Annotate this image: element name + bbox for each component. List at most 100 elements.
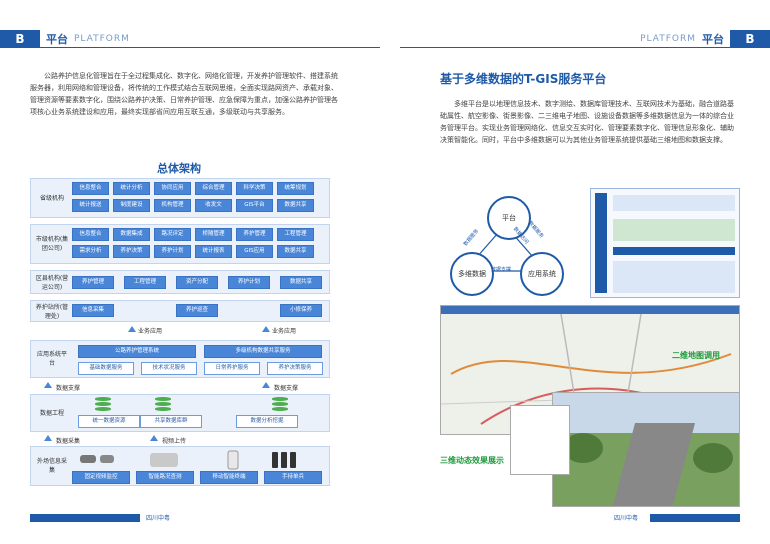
header-rule-right	[400, 47, 730, 48]
city-chip: 数据集成	[113, 228, 150, 241]
phone-icon	[227, 450, 239, 470]
cycle-node-platform: 平台	[487, 196, 531, 240]
county-chip: 养护计划	[228, 276, 270, 289]
database-icon-3	[272, 397, 288, 412]
province-chip: 科学决策	[236, 182, 273, 195]
left-intro-paragraph: 公路养护信息化管理旨在于全过程集成化、数字化、网络化管理，开发养护管理软件、搭建…	[30, 72, 338, 116]
arrow-video	[150, 435, 158, 441]
county-chip: 资产分配	[176, 276, 218, 289]
province-chip: 统计分析	[113, 182, 150, 195]
app-bottom-chip: 日常养护服务	[204, 362, 260, 375]
page-title-right: 平台	[702, 33, 724, 46]
province-chip: 机构管理	[154, 199, 191, 212]
city-chip: 养护计划	[154, 245, 191, 258]
header-left: B 平台 PLATFORM	[0, 30, 130, 48]
callout-3d-view: 三维动态效果展示	[440, 456, 504, 465]
footer-bar-left	[30, 514, 140, 522]
collect-chip: 移动智能终端	[200, 471, 258, 484]
city-chip: 数据共享	[277, 245, 314, 258]
system-diagram	[590, 188, 740, 298]
data-chip: 数据分析挖掘	[236, 415, 298, 428]
province-chip: 数据共享	[277, 199, 314, 212]
county-chip: 养护管理	[72, 276, 114, 289]
camera-icon	[80, 455, 96, 463]
app-label: 应用系统平台	[36, 351, 67, 367]
city-chip: GIS应用	[236, 245, 273, 258]
cycle-node-appsys: 应用系统	[520, 252, 564, 296]
section-badge-right: B	[730, 30, 770, 48]
province-chip: 制度建设	[113, 199, 150, 212]
collect-chip: 固定视频监控	[72, 471, 130, 484]
map-3d-toolpanel	[510, 405, 570, 475]
page-title-left: 平台	[46, 33, 68, 46]
map-2d-screenshot	[440, 305, 740, 435]
city-label: 市级机构(集团公司)	[35, 236, 69, 252]
video-upload-label: 视频上传	[162, 438, 187, 445]
city-chip: 路况评定	[154, 228, 191, 241]
page-subtitle-right: PLATFORM	[640, 34, 696, 44]
arrow-biz-2	[262, 326, 270, 332]
callout-2d-map: 二维地图调用	[672, 351, 720, 360]
station-label: 养护站所(管理处)	[35, 304, 69, 320]
vehicle-icon	[150, 453, 178, 467]
header-rule-left	[40, 47, 380, 48]
data-support-label-2: 数据支撑	[274, 385, 299, 392]
collect-chip: 智能路况查测	[136, 471, 194, 484]
app-bottom-chip: 技术状况服务	[141, 362, 197, 375]
province-chip: GIS平台	[236, 199, 273, 212]
page-subtitle-left: PLATFORM	[74, 34, 130, 44]
city-chip: 养护管理	[236, 228, 273, 241]
device-icons	[80, 450, 296, 470]
city-chip: 桥隧管理	[195, 228, 232, 241]
app-bottom-chip: 基础数据服务	[78, 362, 134, 375]
footer-right: 四川中粤	[614, 515, 639, 522]
data-collect-label: 数据采集	[56, 438, 81, 445]
arrow-collect	[44, 435, 52, 441]
data-chip: 共享数据库群	[140, 415, 202, 428]
map-3d-screenshot	[552, 392, 740, 507]
county-chip: 工程管理	[124, 276, 166, 289]
city-chip: 养护决策	[113, 245, 150, 258]
app-bottom-chip: 养护决策服务	[267, 362, 323, 375]
city-chip: 信息整合	[72, 228, 109, 241]
right-section-title: 基于多维数据的T-GIS服务平台	[440, 72, 607, 86]
header-right: PLATFORM 平台 B	[640, 30, 770, 48]
biz-app-label-1: 业务应用	[138, 328, 163, 335]
footer-left: 四川中粤	[146, 515, 171, 522]
architecture-title: 总体架构	[157, 162, 201, 175]
radio-icon-2	[281, 452, 287, 468]
camera-icon-2	[100, 455, 114, 463]
province-chip: 信息整合	[72, 182, 109, 195]
right-intro-paragraph: 多维平台是以地理信息技术、数字测绘、数据库管理技术、互联网技术为基础，融合道路基…	[440, 100, 734, 144]
city-chip: 工程管理	[277, 228, 314, 241]
arrow-data-1	[44, 382, 52, 388]
radio-icon-3	[290, 452, 296, 468]
arrow-biz-1	[128, 326, 136, 332]
app-top-chip: 多级机构数据共享服务	[204, 345, 322, 358]
province-chip: 统计报送	[72, 199, 109, 212]
radio-icon-1	[272, 452, 278, 468]
footer-bar-right	[650, 514, 740, 522]
province-chip: 综合管理	[195, 182, 232, 195]
app-top-chip: 公路养护管理系统	[78, 345, 196, 358]
database-icon-2	[155, 397, 171, 412]
station-chip: 小修保养	[280, 304, 322, 317]
arrow-data-2	[262, 382, 270, 388]
station-chip: 信息采集	[72, 304, 114, 317]
city-chip: 统计报表	[195, 245, 232, 258]
edge-label-bottom: 数据支撑	[491, 267, 512, 273]
province-chip: 协同应用	[154, 182, 191, 195]
county-label: 区县机构(营运公司)	[35, 275, 69, 291]
data-label: 数据工程	[39, 410, 64, 417]
biz-app-label-2: 业务应用	[272, 328, 297, 335]
county-chip: 数据共享	[280, 276, 322, 289]
collect-chip: 手持单兵	[264, 471, 322, 484]
province-chip: 统筹规划	[277, 182, 314, 195]
data-support-label-1: 数据支撑	[56, 385, 81, 392]
collect-label: 外场信息采集	[36, 458, 67, 474]
station-chip: 养护巡查	[176, 304, 218, 317]
cycle-node-multidata: 多维数据	[450, 252, 494, 296]
province-chip: 收发文	[195, 199, 232, 212]
data-chip: 统一数据资源	[78, 415, 140, 428]
section-badge-left: B	[0, 30, 40, 48]
